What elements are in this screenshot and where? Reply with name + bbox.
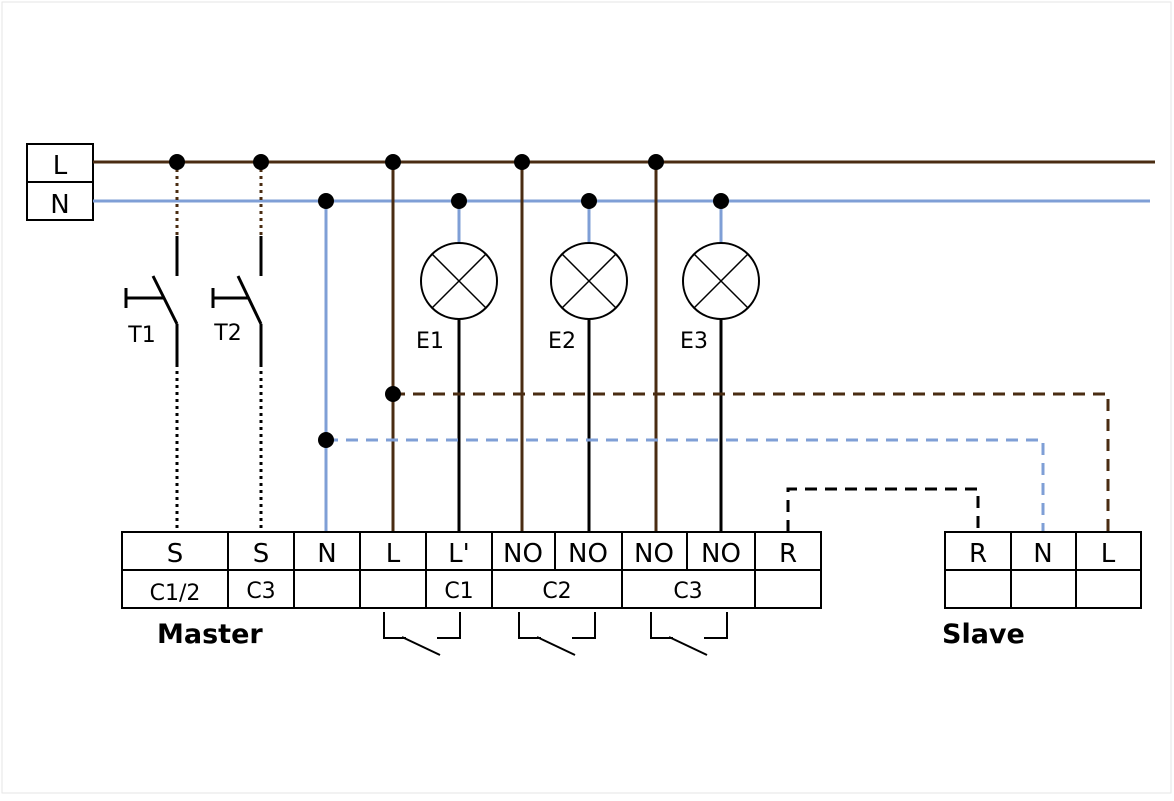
slave-terminal-block: R N L Slave <box>942 531 1142 650</box>
slave-neutral-link <box>326 438 1045 532</box>
relay-c3-left-leg <box>650 612 673 639</box>
master-group-cell <box>754 569 822 609</box>
master-terminal-cell <box>293 531 361 571</box>
master-terminal-block: S S N L L' NO NO NO NO R C1/2 C3 C1 C2 C… <box>121 531 822 650</box>
junction-dots <box>169 154 729 448</box>
e3-lamp-cross-b <box>693 253 749 309</box>
lamp-e3: E3 <box>680 201 760 532</box>
switch-t1: T1 <box>124 162 179 532</box>
relay-c1-left-leg <box>383 612 406 639</box>
master-terminal-no-c2a: NO <box>503 539 543 569</box>
lamp-e1: E1 <box>416 201 498 532</box>
master-group-cell <box>425 569 493 609</box>
master-terminal-cell <box>491 531 556 571</box>
supply-neutral-label: N <box>50 190 69 220</box>
e3-label: E3 <box>680 329 708 354</box>
junction-dot <box>385 386 401 402</box>
relay-contact-c2 <box>518 612 596 656</box>
slave-terminal-cell <box>944 531 1012 571</box>
master-group-cell <box>621 569 756 609</box>
master-group-c1: C1 <box>444 579 473 604</box>
t2-label: T2 <box>213 321 241 346</box>
relay-c3-contact <box>668 636 708 656</box>
junction-dot <box>318 193 334 209</box>
slave-terminal-r: R <box>969 539 987 569</box>
junction-dot <box>648 154 664 170</box>
relay-c1-contact <box>401 636 441 656</box>
master-group-c2: C2 <box>542 579 571 604</box>
junction-dot <box>318 432 334 448</box>
junction-dot <box>451 193 467 209</box>
supply-terminal: L N <box>26 143 94 221</box>
relay-contact-c3 <box>650 612 728 656</box>
slave-group-cell <box>1010 569 1077 609</box>
relay-c2-right-leg <box>572 612 596 639</box>
junction-dot <box>713 193 729 209</box>
master-group-c3: C3 <box>673 579 702 604</box>
junction-dot <box>581 193 597 209</box>
t1-switch-blade <box>151 275 179 325</box>
master-terminal-n: N <box>317 539 336 569</box>
supply-line-label: L <box>53 151 68 181</box>
junction-dot <box>253 154 269 170</box>
master-terminal-l: L <box>386 539 401 569</box>
relay-c2-contact <box>536 636 576 656</box>
remote-r-link <box>786 487 980 532</box>
e1-label: E1 <box>416 329 444 354</box>
relay-c2-left-leg <box>518 612 541 639</box>
e1-lamp-cross-b <box>431 253 487 309</box>
slave-terminal-cell <box>1010 531 1077 571</box>
master-terminal-cell <box>621 531 688 571</box>
master-terminal-no-c3a: NO <box>634 539 674 569</box>
t1-label: T1 <box>127 323 155 348</box>
slave-terminal-l: L <box>1101 539 1116 569</box>
slave-title: Slave <box>942 619 1025 650</box>
switch-t2: T2 <box>211 162 263 532</box>
master-group-cell <box>293 569 361 609</box>
master-terminal-cell <box>686 531 756 571</box>
master-title: Master <box>157 619 263 650</box>
slave-group-cell <box>944 569 1012 609</box>
master-terminal-no-c2b: NO <box>568 539 608 569</box>
relay-c3-right-leg <box>704 612 728 639</box>
junction-dot <box>169 154 185 170</box>
lamp-e2: E2 <box>548 201 628 532</box>
master-group-c12: C1/2 <box>150 581 201 606</box>
e2-label: E2 <box>548 329 576 354</box>
e2-lamp-cross-b <box>561 253 617 309</box>
relay-contact-c1 <box>383 612 461 656</box>
junction-dot <box>385 154 401 170</box>
t2-switch-blade <box>236 275 263 325</box>
slave-line-link <box>393 392 1110 532</box>
master-terminal-s2: S <box>253 539 270 569</box>
master-terminal-no-c3b: NO <box>701 539 741 569</box>
master-group-cell <box>359 569 427 609</box>
junction-dot <box>514 154 530 170</box>
slave-terminal-n: N <box>1033 539 1052 569</box>
master-terminal-r: R <box>779 539 797 569</box>
slave-group-cell <box>1075 569 1142 609</box>
master-terminal-s1: S <box>167 539 184 569</box>
master-terminal-cell <box>227 531 295 571</box>
master-group-c3-switch: C3 <box>246 579 275 604</box>
master-group-cell <box>121 569 229 609</box>
relay-c1-right-leg <box>437 612 461 639</box>
master-terminal-l-prime: L' <box>448 539 470 569</box>
